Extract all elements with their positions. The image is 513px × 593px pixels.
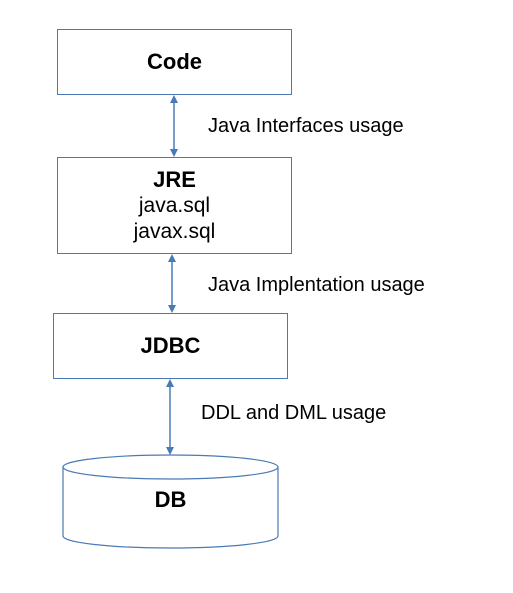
db-label: DB	[154, 487, 187, 512]
edge-label-jdbc-db: DDL and DML usage	[201, 402, 387, 424]
code-box-title: Code	[147, 49, 202, 74]
jre-box-line-java-sql: java.sql	[138, 193, 211, 217]
edge-label-code-jre: Java Interfaces usage	[208, 115, 404, 137]
jre-box: JRE java.sql javax.sql	[57, 157, 292, 254]
code-box: Code	[57, 29, 292, 95]
jdbc-box-title: JDBC	[140, 333, 201, 358]
edge-label-jre-jdbc: Java Implentation usage	[208, 274, 425, 296]
jre-box-title: JRE	[153, 166, 196, 192]
jre-box-line-javax-sql: javax.sql	[133, 219, 216, 243]
db-cylinder	[62, 454, 279, 549]
jdbc-box: JDBC	[53, 313, 288, 379]
